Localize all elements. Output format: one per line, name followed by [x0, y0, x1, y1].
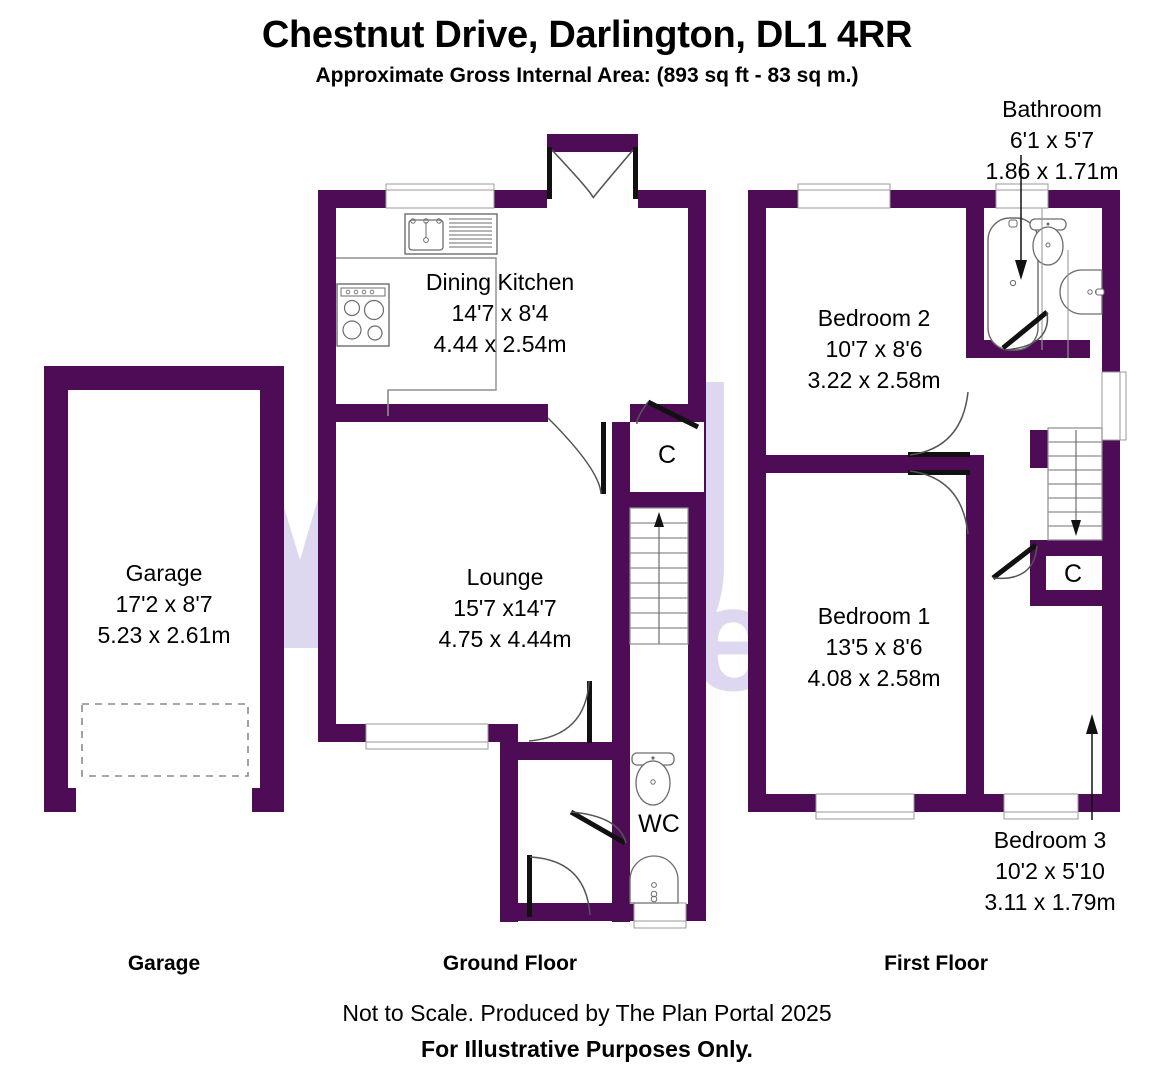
room-label-dining-kitchen: Dining Kitchen 14'7 x 8'4 4.44 x 2.54m [390, 267, 610, 360]
room-dim-imperial: 17'2 x 8'7 [115, 591, 213, 617]
page-subtitle: Approximate Gross Internal Area: (893 sq… [315, 64, 859, 87]
cooker-hob-icon [336, 283, 390, 347]
caption-first-floor: First Floor [884, 952, 988, 975]
room-dim-metric: 5.23 x 2.61m [97, 622, 231, 648]
room-dim-metric: 1.86 x 1.71m [985, 158, 1119, 184]
room-dim-imperial: 10'7 x 8'6 [825, 336, 923, 362]
garage-door-icon [81, 703, 249, 777]
lounge-hall-door-icon [528, 680, 592, 743]
ground-floor-plan [318, 134, 706, 929]
wash-basin-icon [629, 855, 679, 904]
toilet-icon [1029, 218, 1067, 266]
bathroom-door-icon [1001, 310, 1049, 351]
room-name: Bedroom 3 [993, 827, 1107, 853]
stairs-up-icon [629, 507, 689, 645]
room-dim-metric: 4.08 x 2.58m [807, 665, 941, 691]
garage-plan [44, 366, 284, 812]
footer-note: Not to Scale. Produced by The Plan Porta… [342, 1000, 832, 1026]
room-label-bathroom: Bathroom 6'1 x 5'7 1.86 x 1.71m [948, 94, 1156, 187]
room-label-cupboard-first: C [1063, 560, 1083, 588]
bedroom3-leader-line [1086, 714, 1098, 820]
room-dim-imperial: 15'7 x14'7 [453, 595, 557, 621]
room-dim-imperial: 10'2 x 5'10 [995, 858, 1105, 884]
room-name: Garage [125, 560, 203, 586]
footer-disclaimer: For Illustrative Purposes Only. [421, 1036, 753, 1062]
caption-garage: Garage [127, 952, 201, 975]
sink-icon [404, 213, 498, 255]
room-name: Bedroom 1 [817, 603, 931, 629]
room-dim-metric: 3.11 x 1.79m [984, 889, 1116, 915]
room-dim-imperial: 6'1 x 5'7 [1009, 127, 1095, 153]
stairs-down-icon [1047, 427, 1103, 541]
wash-basin-icon [1059, 269, 1105, 315]
room-dim-metric: 4.44 x 2.54m [433, 331, 567, 357]
room-dim-metric: 4.75 x 4.44m [438, 626, 572, 652]
cupboard-door-first-icon [991, 543, 1038, 580]
room-name: Bedroom 2 [817, 305, 931, 331]
bedroom1-door-icon [908, 470, 970, 535]
kitchen-door-icon [547, 417, 606, 495]
bathtub-icon [987, 217, 1039, 351]
room-name: Dining Kitchen [425, 269, 575, 295]
room-name: Lounge [466, 564, 544, 590]
room-label-bedroom-1: Bedroom 1 13'5 x 8'6 4.08 x 2.58m [760, 601, 988, 694]
room-label-cupboard-ground: C [657, 441, 677, 469]
bedroom2-door-icon [908, 391, 970, 457]
wc-door-icon [569, 809, 627, 846]
french-doors-icon [547, 147, 638, 199]
room-label-lounge: Lounge 15'7 x14'7 4.75 x 4.44m [400, 562, 610, 655]
room-label-bedroom-2: Bedroom 2 10'7 x 8'6 3.22 x 2.58m [760, 303, 988, 396]
room-name: Bathroom [1002, 96, 1102, 122]
toilet-icon [631, 752, 675, 806]
room-label-garage: Garage 17'2 x 8'7 5.23 x 2.61m [64, 558, 264, 651]
room-dim-imperial: 13'5 x 8'6 [825, 634, 923, 660]
caption-ground-floor: Ground Floor [442, 952, 578, 975]
room-dim-imperial: 14'7 x 8'4 [451, 300, 549, 326]
room-dim-metric: 3.22 x 2.58m [807, 367, 941, 393]
cupboard-door-ground-icon [636, 399, 700, 430]
front-door-icon [527, 855, 591, 917]
first-floor-plan [748, 155, 1127, 820]
bathroom-leader-line [1015, 155, 1027, 280]
room-label-wc: WC [638, 810, 680, 838]
room-label-bedroom-3: Bedroom 3 10'2 x 5'10 3.11 x 1.79m [936, 825, 1164, 918]
page-title: Chestnut Drive, Darlington, DL1 4RR [261, 14, 913, 56]
